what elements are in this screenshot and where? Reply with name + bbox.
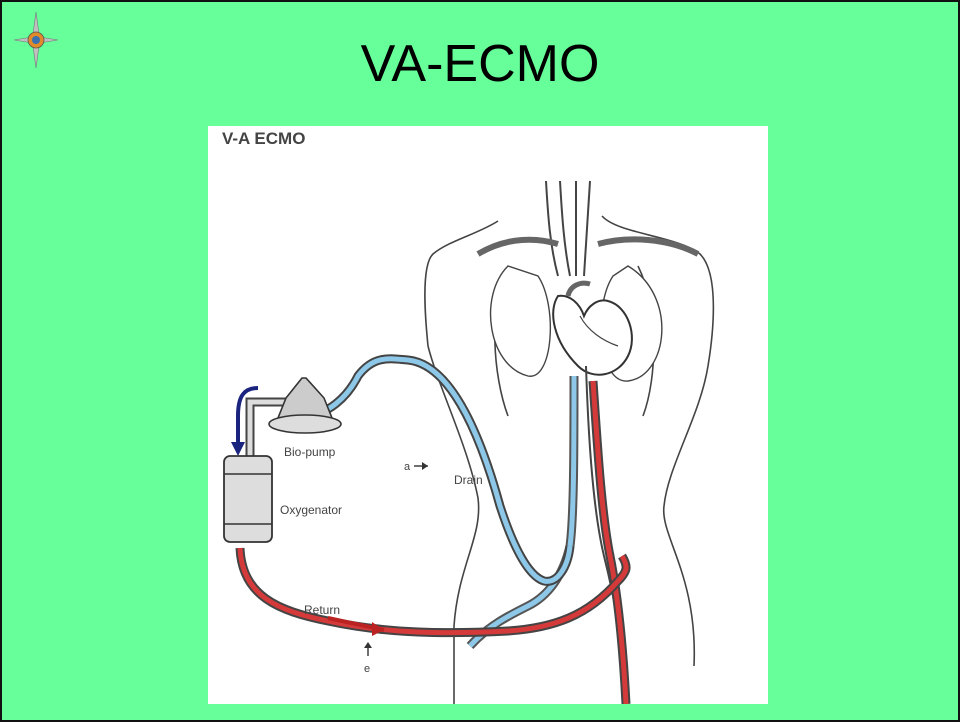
return-cannula	[593, 381, 626, 704]
drain-label: Drain	[454, 473, 483, 487]
marker-e-label: e	[364, 663, 370, 675]
drain-line	[303, 359, 570, 582]
lung-left	[491, 266, 551, 376]
marker-a: a	[404, 461, 428, 473]
marker-a-label: a	[404, 461, 411, 473]
oxygenator-label: Oxygenator	[280, 503, 342, 517]
return-label: Return	[304, 603, 340, 617]
drain-cannula	[470, 376, 574, 646]
va-ecmo-diagram: V-A ECMO	[208, 126, 768, 704]
slide-title: VA-ECMO	[2, 38, 958, 90]
oxygenator	[224, 456, 272, 542]
diagram-heading: V-A ECMO	[222, 129, 305, 148]
pump-label: Bio-pump	[284, 445, 336, 459]
major-vessels	[478, 181, 698, 276]
marker-e: e	[364, 642, 372, 675]
